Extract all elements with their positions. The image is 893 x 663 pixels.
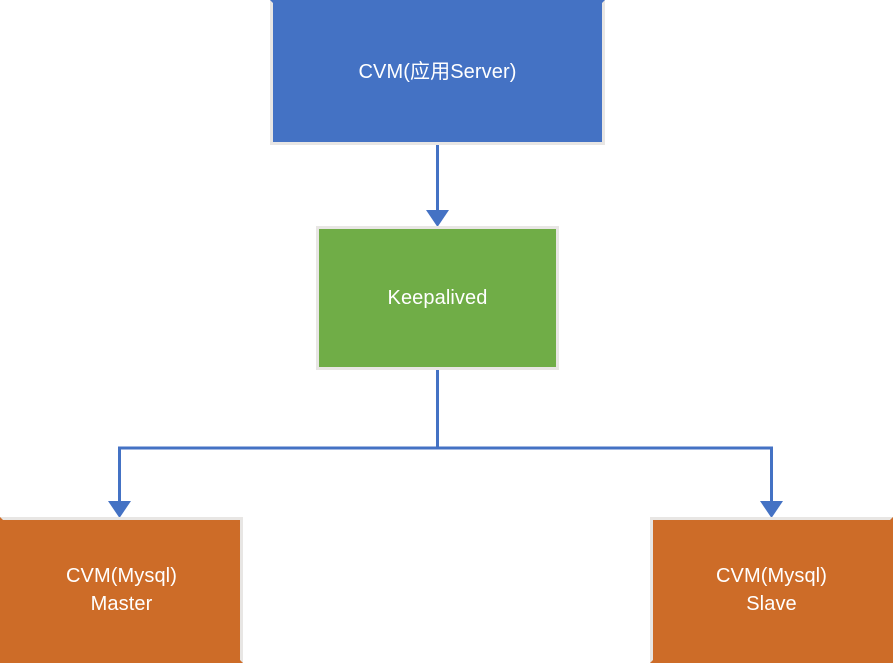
arrowhead-down-keepalived: [426, 210, 449, 227]
node-mysql-slave-label: CVM(Mysql) Slave: [716, 564, 827, 615]
node-mysql-master[interactable]: CVM(Mysql) Master: [0, 517, 243, 663]
node-keepalived-label: Keepalived: [387, 286, 488, 309]
node-keepalived[interactable]: Keepalived: [316, 226, 559, 370]
node-app-server-label: CVM(应用Server): [358, 61, 517, 84]
connector-keepalived-to-master: [108, 448, 131, 518]
connector-keepalived-split: [118, 370, 773, 450]
connector-keepalived-to-slave: [760, 448, 783, 518]
arrowhead-down-slave: [760, 501, 783, 518]
node-mysql-slave[interactable]: CVM(Mysql) Slave: [650, 517, 893, 663]
arrowhead-down-master: [108, 501, 131, 518]
node-app-server[interactable]: CVM(应用Server): [270, 0, 605, 145]
connector-app-to-keepalived: [426, 145, 449, 227]
node-mysql-master-label: CVM(Mysql) Master: [66, 564, 177, 615]
